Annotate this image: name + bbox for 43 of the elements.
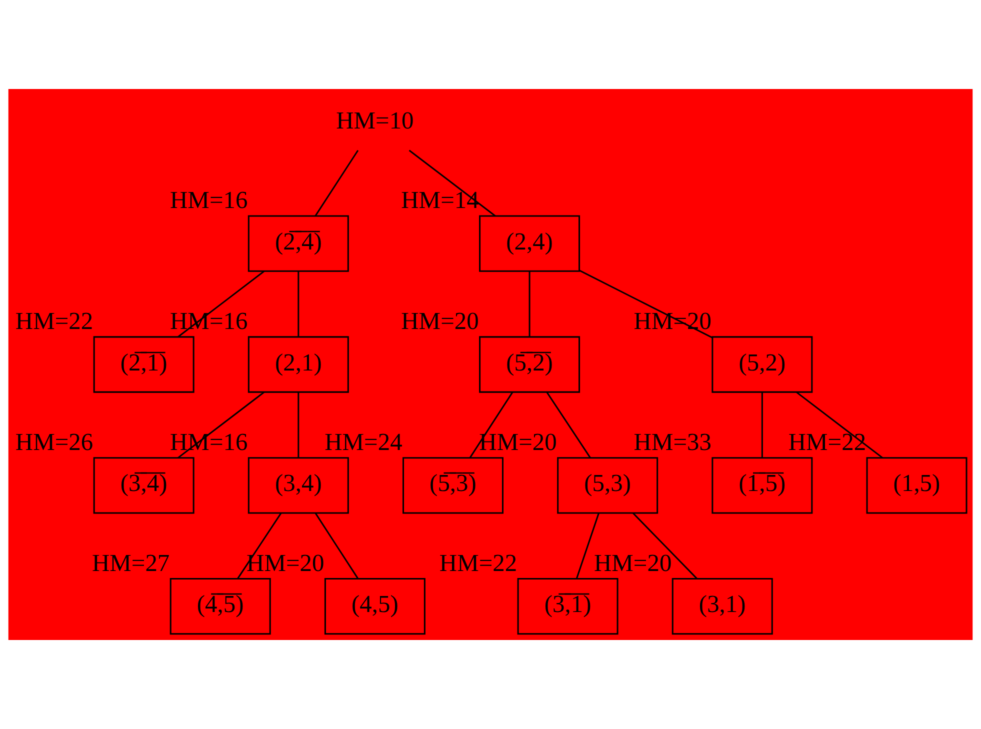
connector [576,512,600,579]
node-label: HM=22 [788,428,866,456]
node-box: (3̅,̅4̅) [93,457,194,514]
node-label: HM=24 [324,428,402,456]
connector [796,392,884,458]
node-label: HM=20 [594,550,672,577]
node-box: (1̅,̅5̅) [712,457,813,514]
node-box: (4,5) [324,578,426,635]
node-label: HM=22 [439,550,518,577]
node-box: (5,3) [557,457,658,514]
node-label: HM=26 [15,428,94,456]
node-box: (3̅,̅1̅) [517,578,618,635]
connector [761,392,763,458]
node-box: (3,1) [672,578,773,635]
node-box: (2,1) [248,336,349,393]
connector [314,512,359,580]
node-label: HM=20 [479,428,557,456]
node-box: (5̅,̅2̅) [479,336,580,393]
node-box: (1,5) [866,457,968,514]
node-box: (2̅,̅4̅) [248,215,349,272]
connector [237,512,282,580]
node-text: HM=10 [336,107,414,134]
connector [298,392,300,458]
connector [546,392,591,458]
node-label: HM=20 [246,550,324,577]
node-label: HM=22 [15,308,94,335]
node-box: (2̅,̅1̅) [93,336,194,393]
node-label: HM=27 [92,550,170,577]
connector [298,271,300,337]
node-box: (2,4) [479,215,580,272]
node-label: HM=33 [634,428,712,456]
node-label: HM=16 [170,187,248,214]
connector [528,271,530,337]
node-label: HM=20 [401,308,479,335]
node-label: HM=14 [401,187,479,214]
node-box: (5,2) [712,336,813,393]
connector [408,150,496,217]
node-box: (3,4) [248,457,349,514]
node-box: (4̅,̅5̅) [170,578,271,635]
connector [314,150,359,216]
connector [469,392,514,458]
connector [632,512,698,580]
node-box: (5̅,̅3̅) [402,457,504,514]
